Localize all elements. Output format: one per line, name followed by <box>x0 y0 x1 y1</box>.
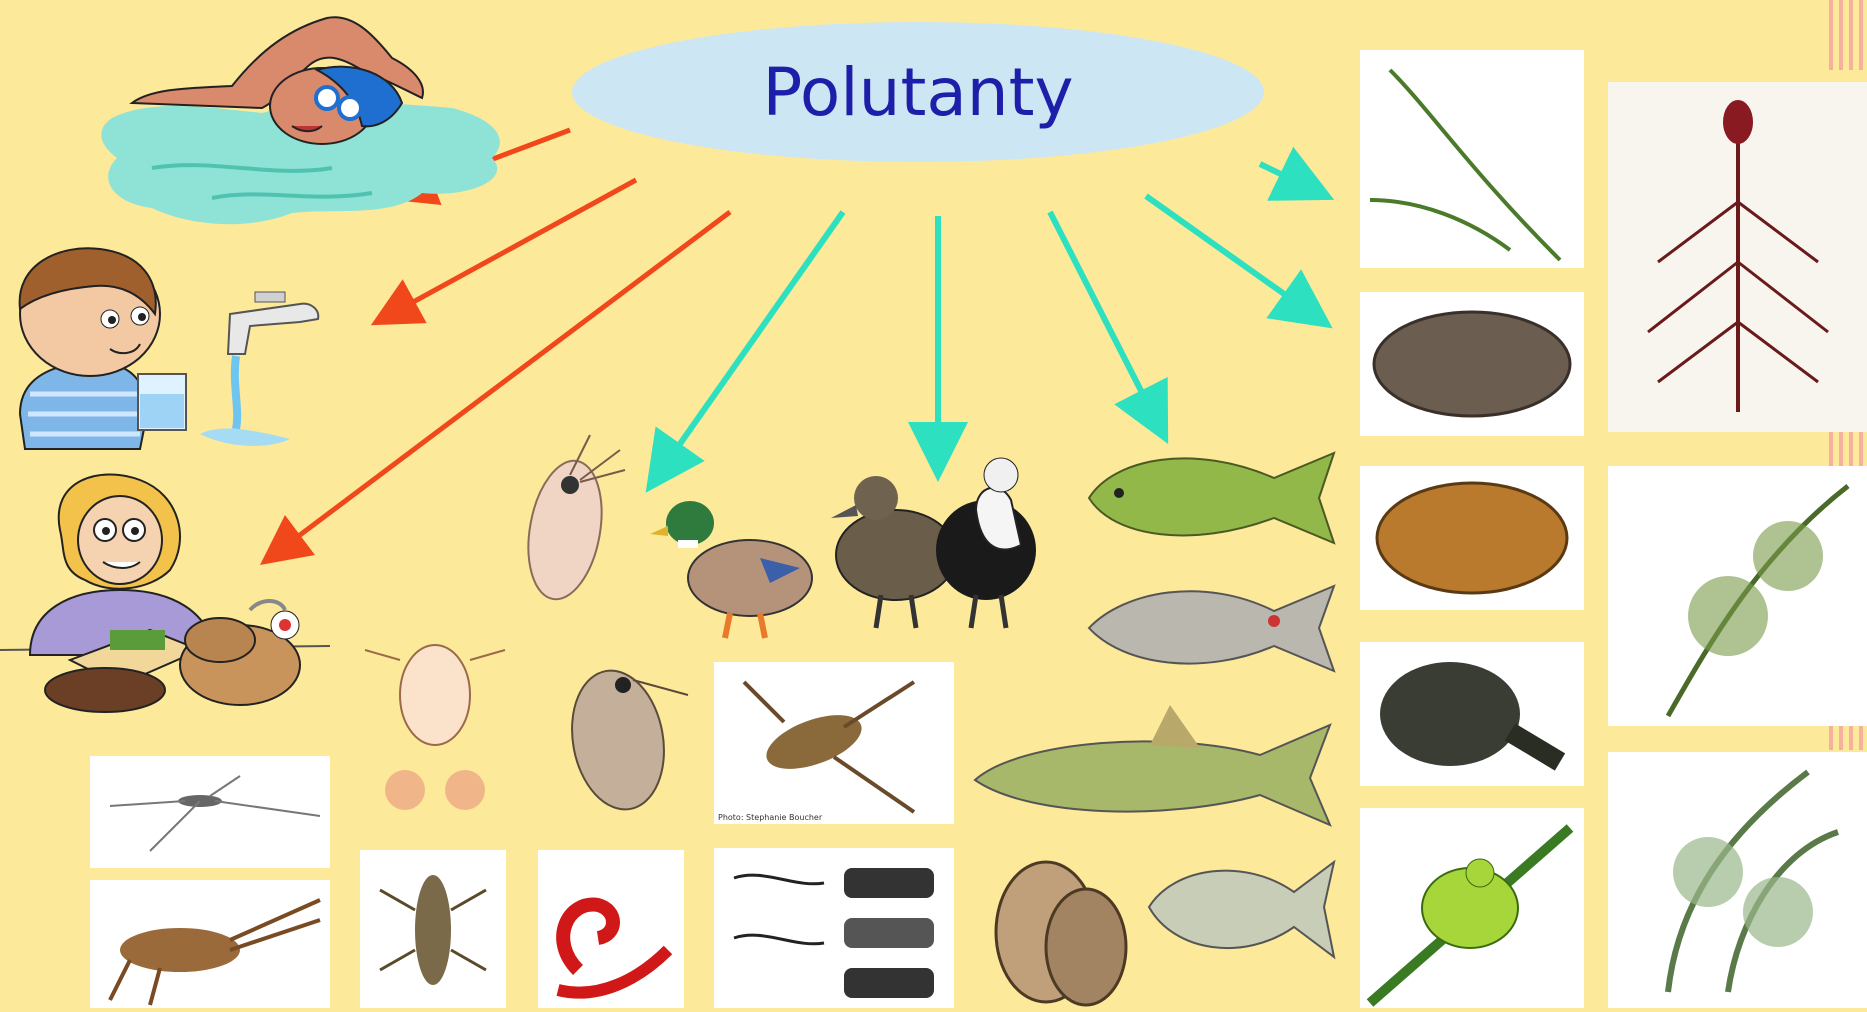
barbel-fish-drawing <box>970 700 1340 830</box>
arrow-to-plants <box>1260 164 1318 192</box>
arrow-to-fish <box>1050 212 1160 428</box>
water-moss-drawing <box>1608 752 1867 1008</box>
girl-eating-food-illustration <box>0 470 330 720</box>
copepod-drawing <box>360 640 510 830</box>
mayfly-larva-photo <box>360 850 506 1008</box>
caddisfly-larvae-drawing <box>714 848 954 1008</box>
photo-credit: Photo: Stephanie Boucher <box>718 813 822 822</box>
clam-photo <box>1360 466 1584 610</box>
roach-fish-drawing <box>1084 566 1342 686</box>
arrow-to-water-flea <box>656 212 843 478</box>
carp-drawing <box>1084 438 1342 558</box>
eider-ducks-drawing <box>826 450 1066 635</box>
bloodworms-photo <box>538 850 684 1008</box>
pond-snail-photo <box>1360 642 1584 786</box>
freshwater-mussel-photo <box>1360 292 1584 436</box>
water-milfoil-drawing <box>1608 82 1867 432</box>
water-boatman-photo: Photo: Stephanie Boucher <box>714 662 954 824</box>
mallard-duck-drawing <box>650 478 820 643</box>
tree-frog-drawing <box>1360 808 1584 1008</box>
bream-fish-drawing <box>1144 852 1340 967</box>
child-drinking-tap-water-illustration <box>0 244 360 459</box>
swimmer-illustration <box>92 8 522 243</box>
pondweed-drawing <box>1360 50 1584 268</box>
hornwort-drawing <box>1608 466 1867 726</box>
zebra-mussels-drawing <box>986 852 1134 1008</box>
water-strider-photo <box>90 756 330 868</box>
arrow-to-mussels <box>1146 196 1318 318</box>
daphnia-drawing <box>548 650 698 830</box>
water-flea-drawing <box>510 430 630 620</box>
crayfish-photo <box>90 880 330 1008</box>
